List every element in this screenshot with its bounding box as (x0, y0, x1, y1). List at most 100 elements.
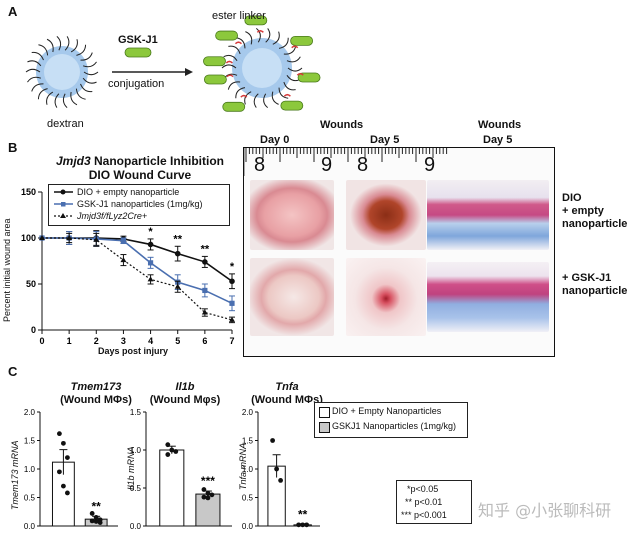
watermark: 知乎 @小张聊科研 (478, 501, 612, 520)
bar-significance: ** (298, 507, 308, 521)
significance-mark: * (148, 226, 153, 238)
data-point (120, 238, 127, 244)
replicate-point (169, 447, 175, 453)
polymer-chain (253, 93, 259, 108)
ruler-mark-9b: 9 (424, 154, 436, 176)
bar-y-tick-label: 0.0 (242, 522, 254, 531)
gsk-j1-conjugate (215, 30, 239, 41)
bar-y-tick-label: 2.0 (242, 408, 254, 417)
polymer-chain (244, 91, 252, 105)
significance-mark: ** (201, 243, 210, 255)
data-point (120, 257, 127, 263)
replicate-point (205, 495, 211, 501)
bar-y-tick-label: 0.5 (242, 494, 254, 503)
data-point (229, 278, 235, 285)
polymer-chain (37, 88, 48, 100)
header-wounds-histology: Wounds (478, 119, 522, 131)
bar-y-tick-label: 1.5 (242, 437, 254, 446)
bar-significance: *** (201, 474, 215, 488)
legend-swatch-gskj1 (319, 422, 330, 433)
bar-legend-empty: DIO + Empty Nanoparticles (332, 406, 442, 416)
bar-significance: ** (91, 499, 101, 513)
polymer-chain (265, 28, 271, 43)
legend-item-knockout: Jmjd3f/fLyz2Cre+ (77, 211, 148, 221)
bar3-title: Tnfa(Wound MΦs) (251, 381, 323, 406)
ester-linker (283, 93, 291, 97)
x-tick-label: 0 (39, 336, 44, 346)
polymer-chain (235, 87, 246, 99)
polymer-chain (27, 60, 42, 67)
panel-c-letter: C (8, 364, 18, 379)
replicate-point (278, 478, 283, 483)
polymer-chain (54, 93, 60, 108)
replicate-point (201, 494, 207, 500)
polymer-chain (27, 76, 42, 83)
replicate-point (65, 490, 70, 496)
polymer-chain (283, 81, 296, 91)
polymer-chain (80, 52, 93, 61)
replicate-point (57, 431, 62, 437)
replicate-point (61, 483, 66, 489)
histology-dio (427, 180, 549, 250)
polymer-chain (64, 36, 70, 51)
bar (159, 449, 185, 527)
polymer-chain (228, 45, 241, 55)
y-tick-label: 50 (26, 279, 36, 289)
legend-item-gskj1: GSK-J1 nanoparticles (1mg/kg) (77, 199, 203, 209)
polymer-chain (82, 77, 97, 84)
replicate-point (89, 518, 95, 524)
polymer-chain (245, 31, 253, 45)
ruler-mark-8b: 8 (357, 154, 369, 176)
data-point (147, 260, 154, 266)
bar3-ylabel: Tnfa mRNA (238, 442, 248, 490)
data-point (66, 235, 73, 240)
polymer-chain (75, 88, 86, 100)
ester-linker (256, 30, 264, 33)
bar-y-tick-label: 0.0 (24, 522, 36, 531)
polymer-chain (70, 91, 78, 106)
bar-y-tick-label: 0.5 (24, 494, 36, 503)
legend-item-empty: DIO + empty nanoparticle (77, 187, 180, 197)
polymer-chain (272, 31, 280, 45)
gsk-j1-conjugate (203, 56, 226, 67)
x-tick-label: 6 (202, 336, 207, 346)
data-point (39, 235, 45, 240)
ruler-mark-9a: 9 (321, 154, 333, 176)
bar-y-tick-label: 1.0 (24, 465, 36, 474)
bar-y-tick-label: 1.0 (130, 446, 142, 455)
pval-2: ** p<0.01 (405, 497, 443, 507)
polymer-chain (56, 35, 62, 51)
polymer-chain (25, 68, 41, 73)
panel-b-letter: B (8, 140, 18, 155)
replicate-point (165, 452, 171, 457)
polymer-chain (62, 93, 68, 109)
pval-3: *** p<0.001 (401, 510, 447, 520)
data-point (174, 283, 181, 289)
x-tick-label: 4 (148, 336, 153, 346)
header-day5: Day 5 (370, 134, 400, 146)
ester-linker-label: ester linker (212, 10, 266, 22)
y-tick-label: 100 (21, 233, 36, 243)
y-tick-label: 150 (21, 187, 36, 197)
gsk-j1-conjugate (280, 100, 304, 111)
replicate-point (209, 492, 215, 498)
replicate-point (300, 522, 306, 528)
replicate-point (93, 515, 99, 520)
row1-label: DIO + empty nanoparticle (562, 192, 628, 230)
series-line (42, 237, 233, 305)
x-tick-label: 2 (94, 336, 99, 346)
polymer-chain (286, 56, 301, 63)
x-tick-label: 3 (121, 336, 126, 346)
data-point (147, 241, 154, 248)
ester-linker (234, 41, 242, 45)
significance-mark: ** (173, 233, 182, 245)
polymer-chain (31, 51, 44, 61)
conjugated-particle (203, 15, 321, 112)
polymer-chain (263, 93, 269, 108)
x-tick-label: 5 (175, 336, 180, 346)
conjugation-label: conjugation (108, 78, 165, 90)
replicate-point (89, 511, 95, 516)
replicate-point (270, 438, 275, 443)
ester-linker (291, 45, 299, 49)
